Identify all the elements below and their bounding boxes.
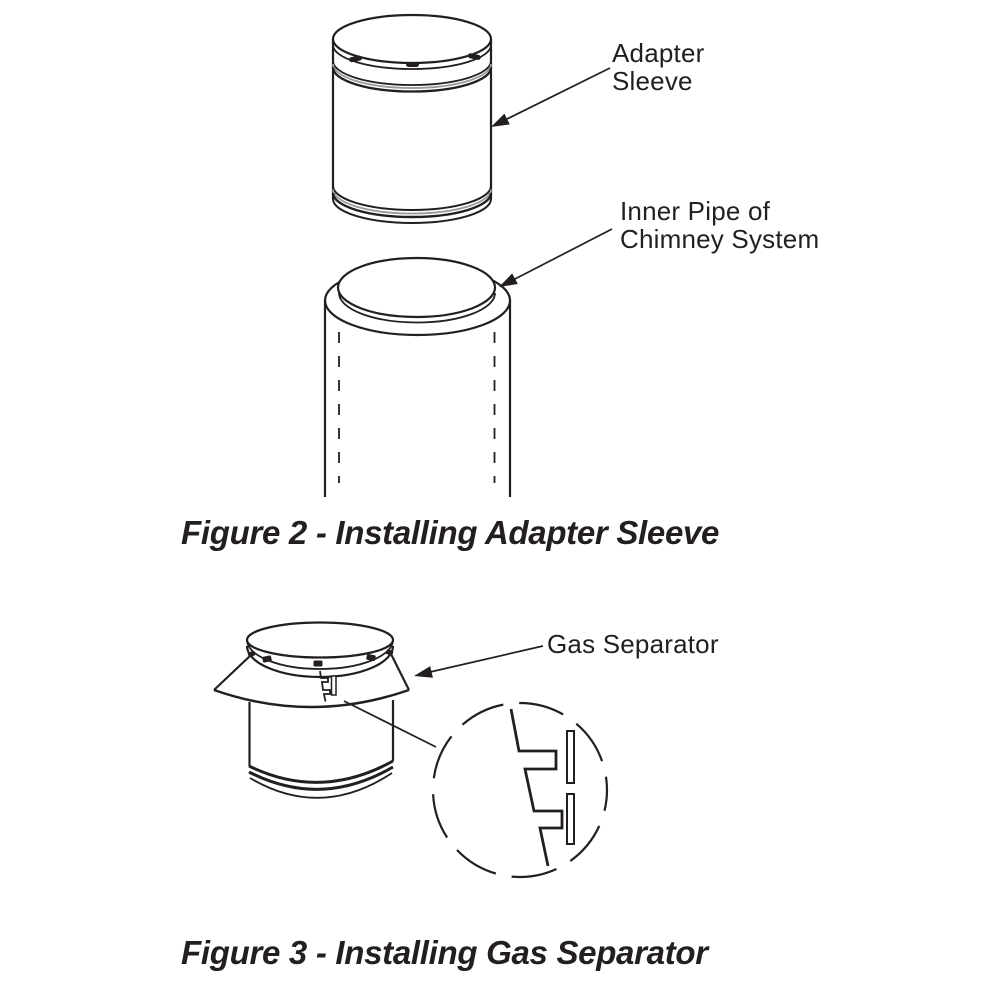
gas-separator-tab <box>366 653 376 662</box>
adapter-sleeve-lip-arc <box>332 44 492 70</box>
gas-separator-skirt-left-edge <box>213 654 252 691</box>
gas-separator-drawing <box>213 621 410 799</box>
adapter-sleeve-band-lower-arc <box>331 67 493 93</box>
gas-separator-tab <box>262 655 272 663</box>
adapter-sleeve-band-shade-arc <box>332 63 492 89</box>
gas-separator-arrow <box>414 645 544 678</box>
inner-pipe-rim-arc <box>338 292 496 324</box>
gas-separator-skirt-right-edge <box>390 653 410 691</box>
figure3-caption: Figure 3 - Installing Gas Separator <box>181 934 708 971</box>
adapter-sleeve-slot <box>467 53 481 60</box>
gas-separator-bottom-band-lower-arc <box>248 765 394 791</box>
gas-separator-arrowhead-icon <box>414 666 433 678</box>
detail-seam-bar-upper <box>566 730 575 784</box>
adapter-sleeve-slot <box>349 55 362 63</box>
gas-separator-seam-bar <box>330 675 337 696</box>
inner-pipe-leader-line <box>512 228 613 281</box>
seam-detail-callout <box>343 700 609 879</box>
gas-separator-seam-zigzag <box>319 670 331 702</box>
gas-separator-leader-line <box>429 645 544 673</box>
inner-pipe-label: Inner Pipe of Chimney System <box>620 196 820 254</box>
detail-leader-line <box>343 700 437 748</box>
figure2-caption: Figure 2 - Installing Adapter Sleeve <box>181 514 720 551</box>
adapter-sleeve-leader-line <box>506 67 611 120</box>
adapter-sleeve-bottom-ellipse-arc <box>332 198 492 224</box>
inner-pipe-drawing <box>323 256 512 497</box>
adapter-sleeve-drawing <box>331 13 493 224</box>
adapter-sleeve-band-arc <box>332 60 492 86</box>
inner-pipe-arrowhead-icon <box>499 273 518 287</box>
adapter-sleeve-top-ellipse <box>331 13 493 65</box>
adapter-sleeve-arrowhead-icon <box>491 113 510 127</box>
detail-seam-zigzag <box>509 708 564 867</box>
inner-pipe-arrow <box>499 228 613 287</box>
gas-separator-tab <box>313 660 323 667</box>
gas-separator-bottom-ellipse-arc <box>249 772 393 799</box>
gas-separator-bottom-band-arc <box>248 759 394 784</box>
adapter-sleeve-arrow <box>491 67 611 127</box>
adapter-sleeve-bottom-band-arc <box>332 185 492 211</box>
detail-seam-bar-lower <box>566 793 575 845</box>
adapter-sleeve-bottom-shade-arc <box>332 189 492 215</box>
gas-separator-top-ellipse <box>245 621 395 659</box>
inner-pipe-top-ellipse <box>336 256 497 319</box>
adapter-sleeve-bottom-band-lower-arc <box>331 192 493 219</box>
gas-separator-skirt-bottom-arc <box>213 688 410 709</box>
adapter-sleeve-label: Adapter Sleeve <box>612 38 705 96</box>
detail-circle <box>431 701 609 879</box>
adapter-sleeve-slot <box>406 62 419 67</box>
gas-separator-label: Gas Separator <box>547 629 719 659</box>
